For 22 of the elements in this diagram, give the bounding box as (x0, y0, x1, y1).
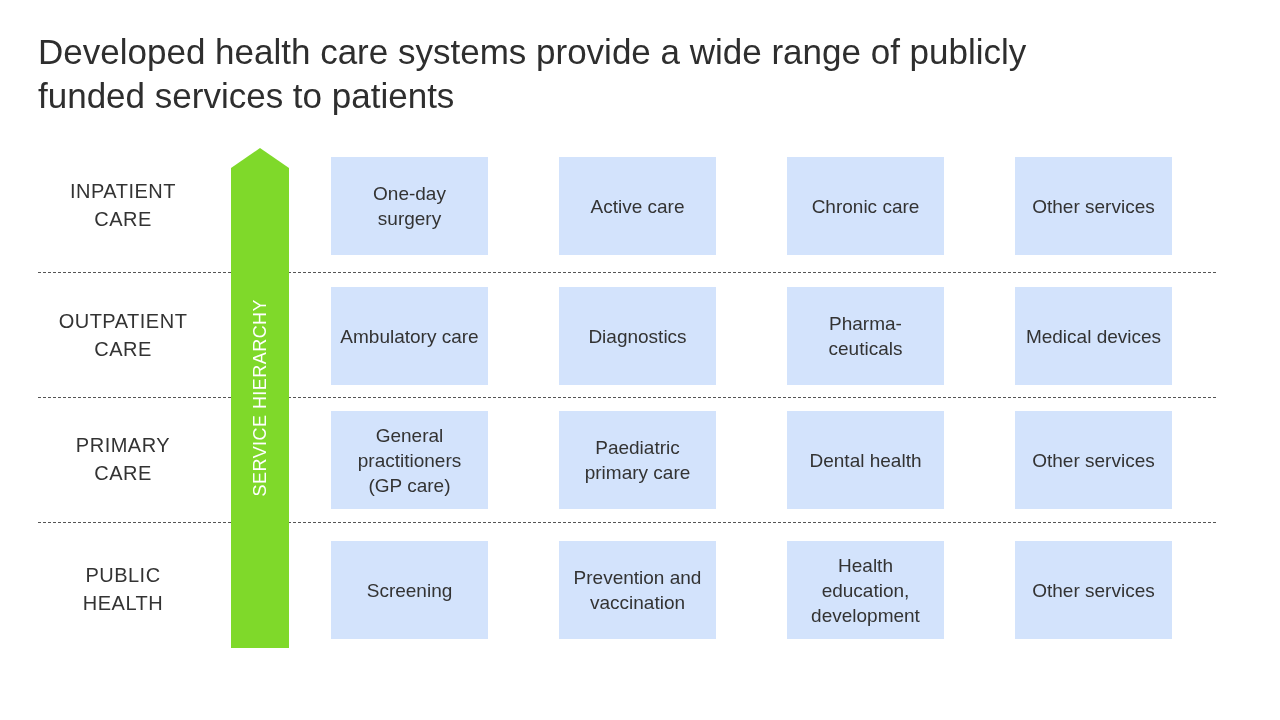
row-label: PUBLIC HEALTH (81, 563, 165, 616)
service-box: Other services (1015, 541, 1172, 639)
service-box: Paediatric primary care (559, 411, 716, 509)
service-box: Health education, development (787, 541, 944, 639)
service-box: Prevention and vaccination (559, 541, 716, 639)
service-box: Pharma- ceuticals (787, 287, 944, 385)
service-box: Diagnostics (559, 287, 716, 385)
service-box: Other services (1015, 157, 1172, 255)
service-box: Screening (331, 541, 488, 639)
row-label: OUTPATIENT CARE (57, 309, 189, 362)
service-box: Chronic care (787, 157, 944, 255)
row-label: PRIMARY CARE (74, 433, 172, 486)
service-box: General practitioners (GP care) (331, 411, 488, 509)
arrow-label: SERVICE HIERARCHY (248, 299, 271, 497)
service-box: One-day surgery (331, 157, 488, 255)
service-box: Medical devices (1015, 287, 1172, 385)
service-box: Active care (559, 157, 716, 255)
service-box: Ambulatory care (331, 287, 488, 385)
title: Developed health care systems provide a wide range of publicly funded services to patients (38, 31, 1028, 117)
service-box: Other services (1015, 411, 1172, 509)
row-label: INPATIENT CARE (69, 179, 177, 232)
service-box: Dental health (787, 411, 944, 509)
